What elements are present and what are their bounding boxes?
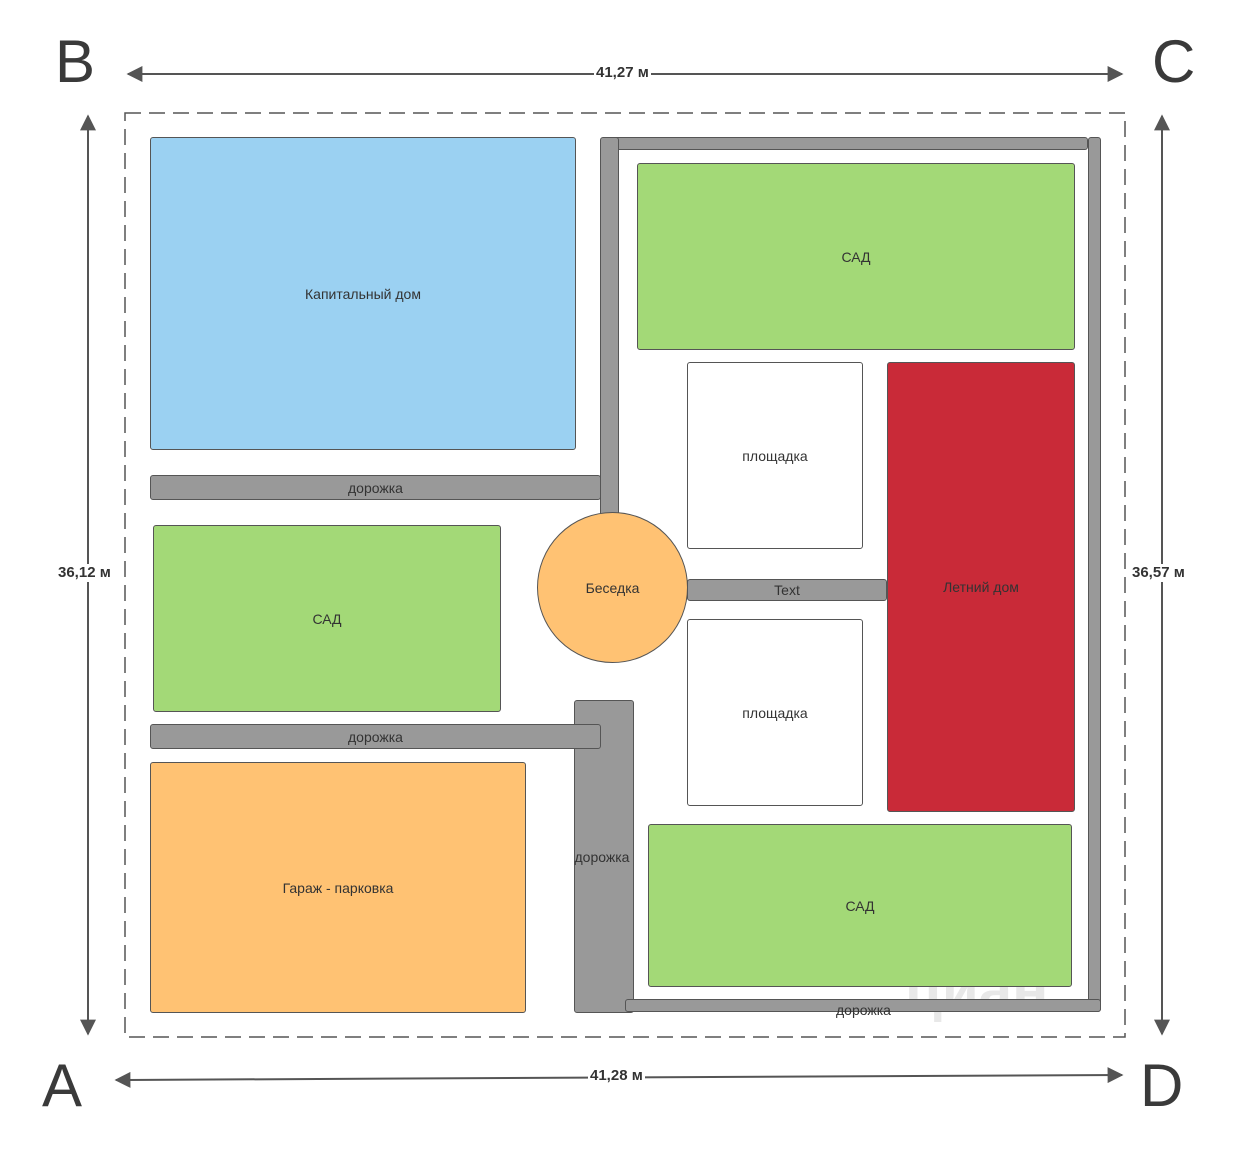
main-house-label: Капитальный дом [305, 285, 421, 302]
path-lower-vertical: дорожка [574, 700, 634, 1013]
path-text-connector: Text [687, 579, 887, 601]
path-text-label: Text [774, 582, 800, 598]
garden-left: САД [153, 525, 501, 712]
plot-boundary [124, 112, 1126, 1038]
dimension-left-label: 36,12 м [56, 564, 113, 582]
corner-label-d: D [1140, 1052, 1184, 1119]
garden-top: САД [637, 163, 1075, 350]
garden-bottom-label: САД [845, 897, 875, 914]
summer-house-label: Летний дом [943, 579, 1019, 595]
dimension-right-label: 36,57 м [1130, 564, 1187, 582]
path-upper-horizontal: дорожка [150, 475, 601, 500]
platform-bottom: площадка [687, 619, 863, 806]
platform-bottom-label: площадка [742, 704, 808, 721]
path-upper-label: дорожка [348, 479, 403, 496]
garden-top-label: САД [841, 248, 871, 265]
corner-label-b: B [55, 28, 96, 95]
path-bottom-label: дорожка [836, 1002, 891, 1018]
path-lower-label: дорожка [348, 728, 403, 745]
gazebo: Беседка [537, 512, 688, 663]
garage-parking: Гараж - парковка [150, 762, 526, 1013]
dimension-top-label: 41,27 м [594, 64, 651, 82]
path-bottom-horizontal [625, 999, 1101, 1012]
garage-label: Гараж - парковка [282, 879, 394, 896]
platform-top: площадка [687, 362, 863, 549]
summer-house: Летний дом [887, 362, 1075, 812]
path-top-horizontal [612, 137, 1088, 150]
gazebo-label: Беседка [585, 579, 640, 596]
path-right-vertical [1088, 137, 1101, 1012]
main-house: Капитальный дом [150, 137, 576, 450]
corner-label-c: C [1152, 28, 1196, 95]
garden-left-label: САД [312, 610, 342, 627]
garden-bottom: САД [648, 824, 1072, 987]
path-main-vertical [600, 137, 619, 525]
corner-label-a: A [42, 1052, 83, 1119]
dimension-bottom-label: 41,28 м [588, 1067, 645, 1085]
platform-top-label: площадка [742, 447, 808, 464]
path-vertical-label: дорожка [574, 848, 630, 865]
path-lower-horizontal: дорожка [150, 724, 601, 749]
